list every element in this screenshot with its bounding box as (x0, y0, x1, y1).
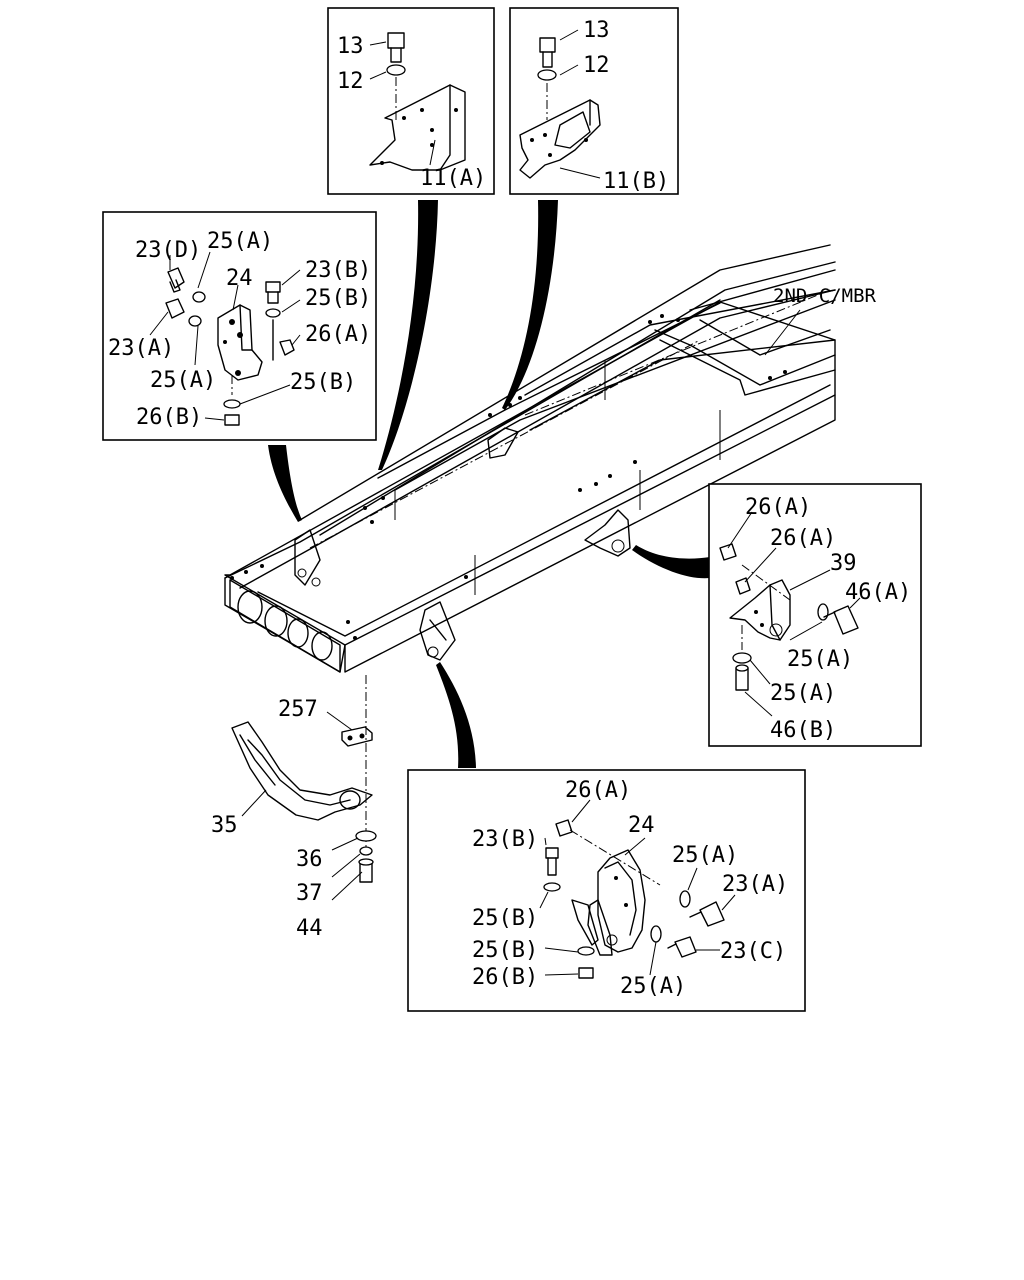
label-left-23a: 23(A) (108, 336, 174, 361)
leader-2nd-cmbr (764, 309, 801, 356)
hanger-assembly (231, 721, 377, 883)
label-top-a-12: 12 (337, 69, 364, 94)
inset-top-a (327, 7, 495, 195)
inset-right (708, 483, 922, 747)
frame-bracket-front (419, 601, 456, 661)
callout-arrows (268, 200, 710, 768)
label-bottom-25b-1: 25(B) (472, 906, 538, 931)
frame-bracket-right (584, 509, 631, 557)
label-left-26b: 26(B) (136, 405, 202, 430)
inset-top-b (509, 7, 679, 195)
label-right-46a: 46(A) (845, 580, 911, 605)
label-left-26a: 26(A) (305, 322, 371, 347)
label-bottom-25a-1: 25(A) (672, 843, 738, 868)
label-right-26a-2: 26(A) (770, 526, 836, 551)
label-right-39: 39 (830, 551, 857, 576)
hanger-leaders (241, 711, 363, 901)
inset-bottom (407, 769, 806, 1012)
label-left-24: 24 (226, 266, 253, 291)
label-left-23b: 23(B) (305, 258, 371, 283)
label-bottom-25b-2: 25(B) (472, 938, 538, 963)
label-top-b-11b: 11(B) (603, 169, 669, 194)
label-left-25a-2: 25(A) (150, 368, 216, 393)
chassis-frame (224, 244, 836, 673)
label-left-23d: 23(D) (135, 238, 201, 263)
label-bottom-23c: 23(C) (720, 939, 786, 964)
label-35: 35 (211, 813, 238, 838)
label-44: 44 (296, 916, 323, 941)
label-257: 257 (278, 697, 318, 722)
label-right-46b: 46(B) (770, 718, 836, 743)
label-top-b-12: 12 (583, 53, 610, 78)
inset-left (102, 211, 377, 441)
label-left-25b-1: 25(B) (305, 286, 371, 311)
label-top-b-13: 13 (583, 18, 610, 43)
label-left-25a-1: 25(A) (207, 229, 273, 254)
label-right-25a-2: 25(A) (770, 681, 836, 706)
label-bottom-24: 24 (628, 813, 655, 838)
label-2nd-cmbr: 2ND C/MBR (773, 285, 877, 307)
label-bottom-25a-2: 25(A) (620, 974, 686, 999)
label-right-25a-1: 25(A) (787, 647, 853, 672)
label-bottom-23a: 23(A) (722, 872, 788, 897)
label-bottom-23b: 23(B) (472, 827, 538, 852)
label-right-26a-1: 26(A) (745, 495, 811, 520)
label-top-a-11a: 11(A) (420, 166, 486, 191)
label-bottom-26b: 26(B) (472, 965, 538, 990)
frame-bracket-left (294, 529, 321, 587)
label-37: 37 (296, 881, 323, 906)
label-top-a-13: 13 (337, 34, 364, 59)
label-left-25b-2: 25(B) (290, 370, 356, 395)
label-bottom-26a: 26(A) (565, 778, 631, 803)
label-36: 36 (296, 847, 323, 872)
